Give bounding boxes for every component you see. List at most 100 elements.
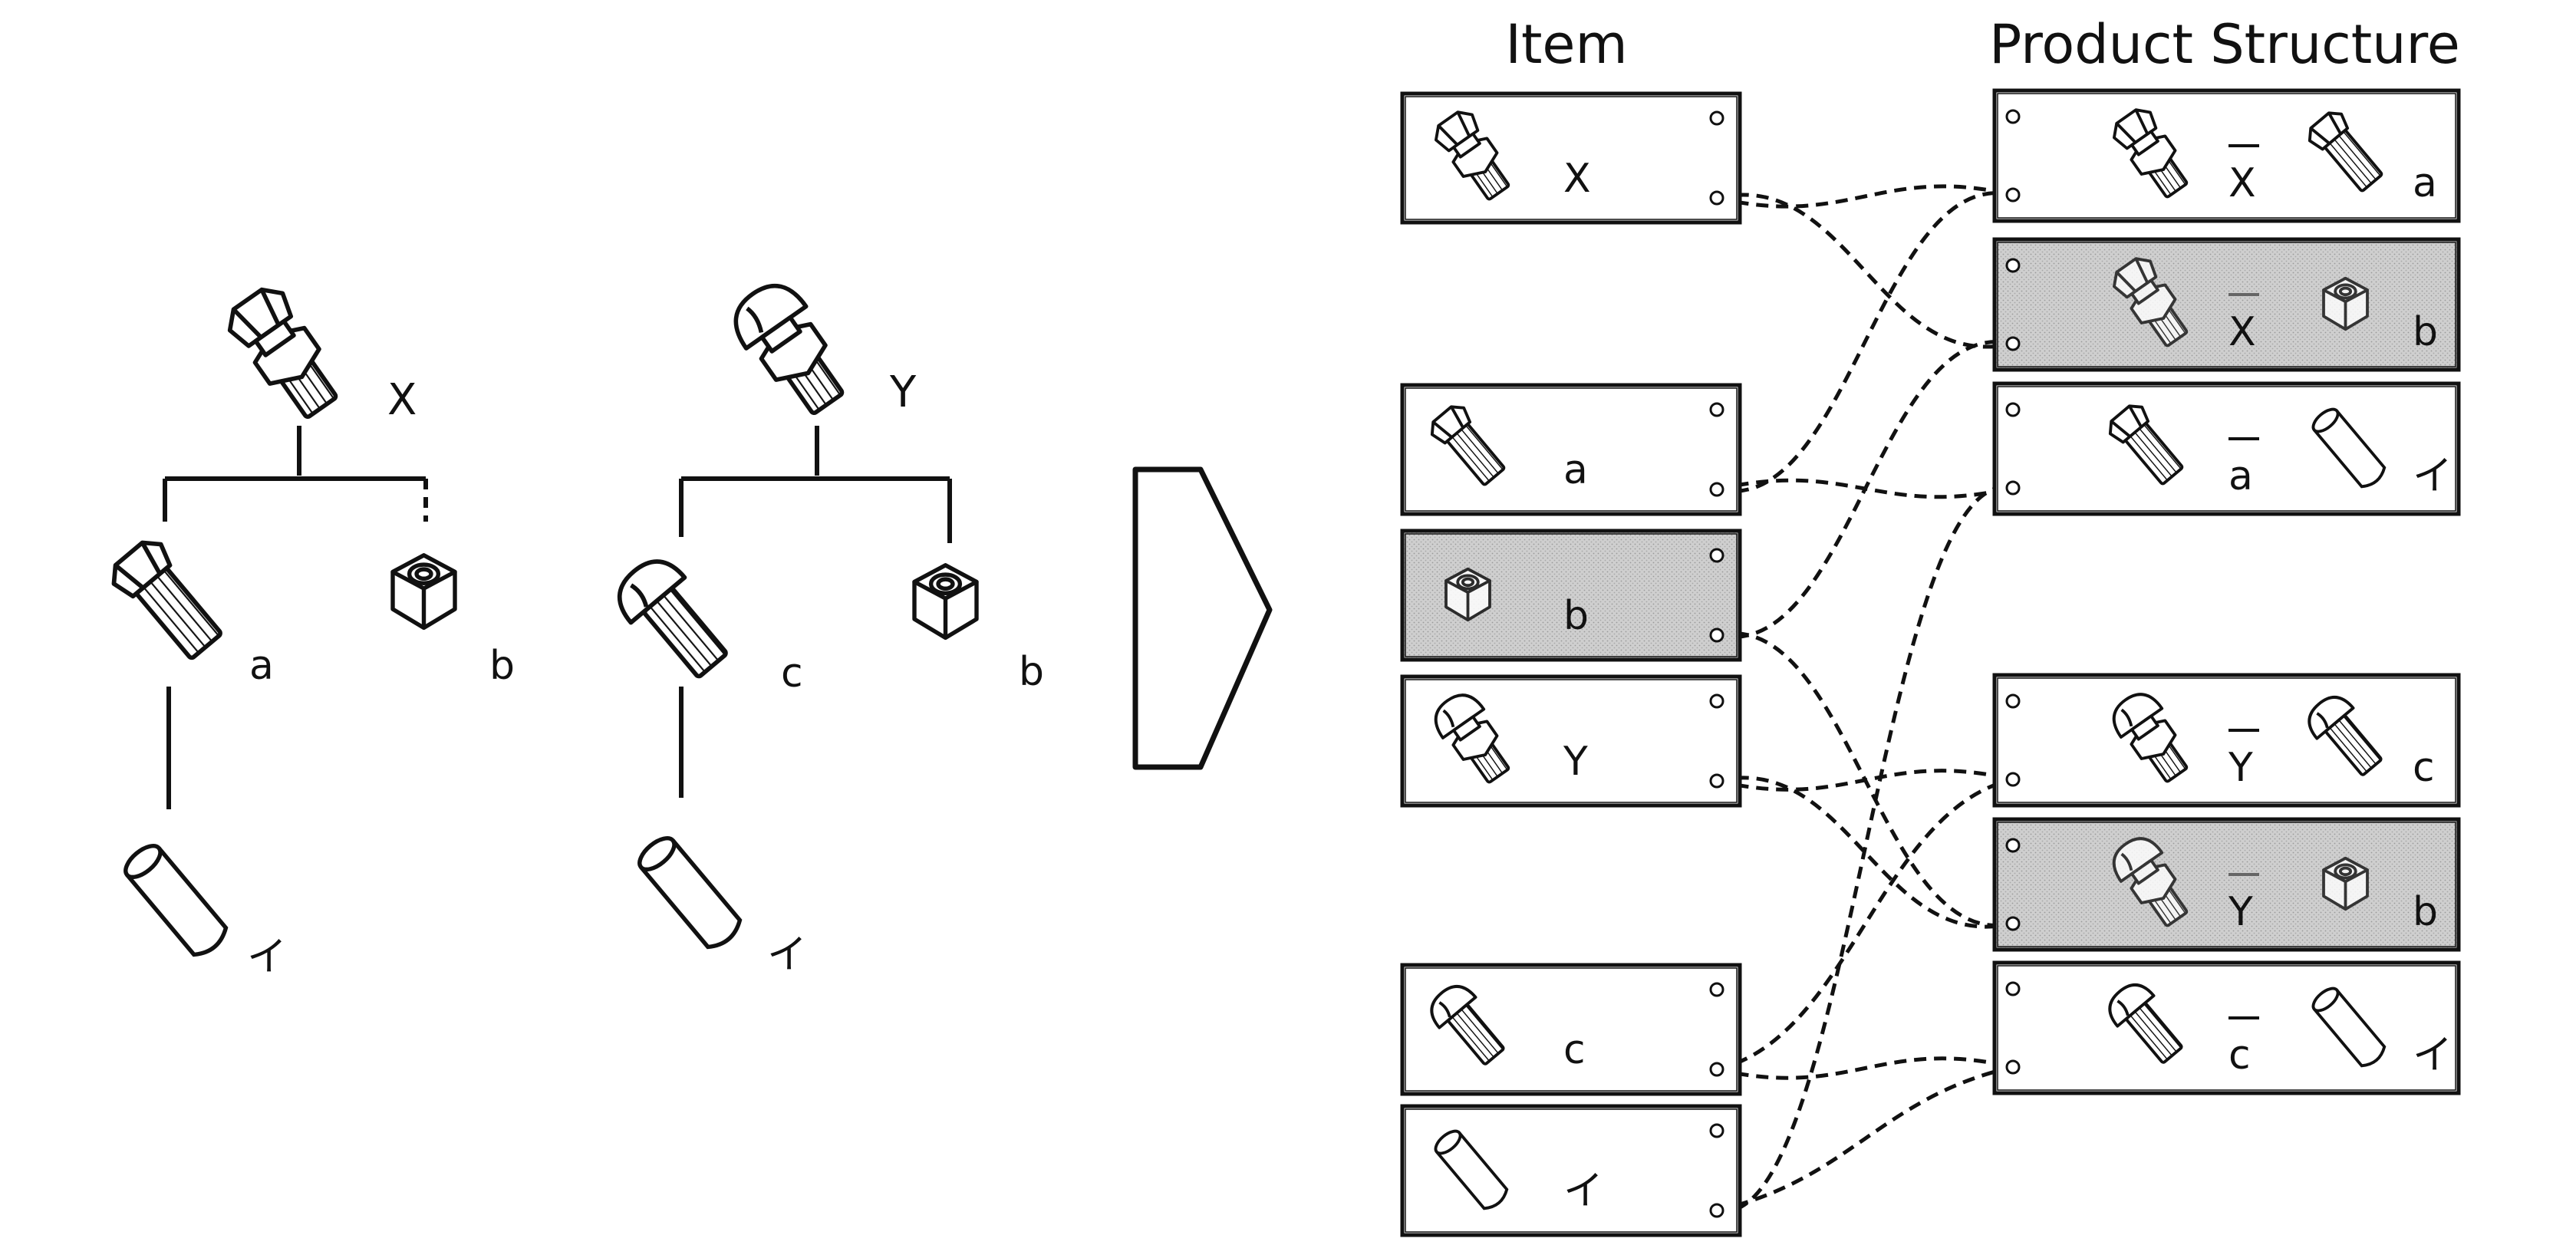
- bolt-assembly-hex-icon: [221, 281, 349, 425]
- dashed-link: [1716, 776, 2014, 929]
- connector-hole-bottom: [2005, 187, 2021, 203]
- tree-y-root-label: Y: [889, 367, 917, 417]
- item-card-inner-frame: [1405, 387, 1738, 512]
- item-card-label: Y: [1563, 739, 1588, 785]
- tree-x-root-label: X: [387, 375, 417, 425]
- pin-icon: [634, 832, 745, 953]
- connector-hole-top: [2005, 693, 2021, 709]
- connector-hole-bottom: [2005, 772, 2021, 787]
- structure-parent-label: X: [2228, 160, 2256, 206]
- structure-parent-label: X: [2228, 309, 2256, 355]
- tree-y: Y c b イ: [607, 273, 1044, 978]
- item-header: Item: [1505, 13, 1627, 76]
- structure-parent-label: Y: [2228, 745, 2253, 791]
- structure-card-inner-frame: [1997, 822, 2456, 947]
- structure-card-inner-frame: [1997, 242, 2456, 367]
- structure-parent-label: c: [2228, 1033, 2251, 1079]
- connector-hole-bottom: [1709, 773, 1724, 789]
- connector-hole-bottom: [2005, 916, 2021, 931]
- connector-hole-bottom: [1709, 1062, 1724, 1077]
- connector-hole-top: [2005, 258, 2021, 273]
- structure-child-label: イ: [2413, 1033, 2452, 1079]
- tree-x-connectors: [163, 426, 428, 809]
- item-card: イ: [1400, 1104, 1742, 1237]
- dashed-link: [1716, 485, 2014, 1214]
- transform-arrow: [1132, 466, 1273, 770]
- item-card: Y: [1400, 674, 1742, 808]
- item-card-inner-frame: [1405, 96, 1738, 220]
- tree-x-grandchild-label: イ: [247, 934, 287, 980]
- item-card: a: [1400, 383, 1742, 516]
- structure-child-label: b: [2413, 309, 2438, 355]
- item-card-inner-frame: [1405, 1108, 1738, 1233]
- hex-nut-icon: [393, 555, 455, 628]
- connector-hole-top: [2005, 109, 2021, 124]
- dashed-link: [1716, 1056, 2014, 1080]
- tree-x: X a b イ: [105, 281, 515, 980]
- connector-hole-bottom: [1709, 482, 1724, 497]
- hex-nut-icon: [2322, 856, 2369, 911]
- dashed-links: [1716, 184, 2014, 1214]
- item-card-label: イ: [1563, 1168, 1603, 1214]
- dashed-link: [1716, 340, 2014, 639]
- connector-hole-bottom: [1709, 1203, 1724, 1218]
- hex-nut-icon: [914, 565, 977, 638]
- tree-x-child-b-label: b: [489, 643, 515, 689]
- item-card: b: [1400, 529, 1742, 662]
- dashed-link: [1716, 191, 2014, 493]
- item-card-inner-frame: [1405, 967, 1738, 1092]
- pin-icon: [120, 840, 231, 960]
- product-structure-header: Product Structure: [1989, 13, 2460, 76]
- hex-nut-icon: [2322, 276, 2369, 331]
- connector-hole-top: [1709, 693, 1724, 709]
- dashed-link: [1716, 193, 2014, 349]
- hex-nut-icon: [1444, 567, 1491, 622]
- structure-parent-label: Y: [2228, 889, 2253, 935]
- tree-x-child-a-label: a: [249, 643, 274, 689]
- connector-hole-bottom: [2005, 336, 2021, 351]
- dashed-link: [1716, 1065, 2014, 1213]
- connector-hole-top: [1709, 402, 1724, 417]
- tree-y-child-c-label: c: [781, 650, 803, 697]
- item-card-label: b: [1563, 593, 1589, 639]
- tree-y-child-b-label: b: [1019, 649, 1044, 695]
- dashed-link: [1716, 777, 2014, 1072]
- connector-hole-top: [1709, 982, 1724, 997]
- round-head-bolt-icon: [607, 549, 740, 688]
- connector-hole-top: [2005, 981, 2021, 996]
- connector-hole-bottom: [1709, 627, 1724, 643]
- structure-card-frame: [1992, 381, 2461, 516]
- structure-card-inner-frame: [1997, 386, 2456, 512]
- structure-child-label: イ: [2413, 453, 2452, 499]
- connector-hole-top: [2005, 838, 2021, 853]
- structure-card-frame: [1992, 673, 2461, 808]
- connector-hole-top: [2005, 402, 2021, 417]
- structure-card-frame: [1992, 88, 2461, 223]
- structure-card-inner-frame: [1997, 93, 2456, 219]
- connector-hole-bottom: [2005, 480, 2021, 496]
- structure-card-frame: [1992, 817, 2461, 952]
- connector-hole-bottom: [2005, 1059, 2021, 1075]
- tree-y-grandchild-label: イ: [767, 932, 807, 978]
- dashed-link: [1716, 184, 2014, 209]
- structure-card-frame: [1992, 237, 2461, 372]
- tree-y-connectors: [679, 426, 952, 798]
- structure-card-inner-frame: [1997, 965, 2456, 1091]
- structure-card-inner-frame: [1997, 677, 2456, 803]
- structure-card-frame: [1992, 960, 2461, 1095]
- connector-hole-top: [1709, 1123, 1724, 1138]
- structure-child-label: b: [2413, 889, 2438, 935]
- structure-parent-label: a: [2228, 453, 2253, 499]
- item-card-label: c: [1563, 1027, 1586, 1073]
- connector-hole-bottom: [1709, 190, 1724, 206]
- item-card: X: [1400, 91, 1742, 225]
- item-card-label: a: [1563, 447, 1588, 493]
- item-card-label: X: [1563, 156, 1591, 202]
